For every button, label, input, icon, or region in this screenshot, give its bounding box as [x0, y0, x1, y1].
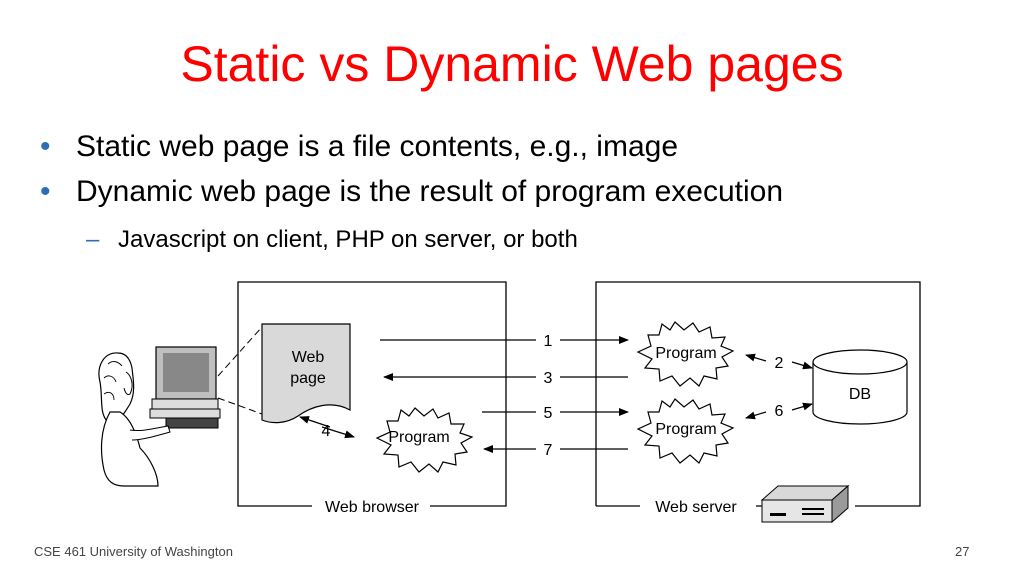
- web-server-box: [595, 281, 921, 507]
- step-label: 4: [322, 423, 331, 440]
- step-label: 3: [544, 370, 553, 387]
- zoom-line: [217, 397, 263, 415]
- server-program-label: Program: [655, 421, 716, 438]
- client-program-burst: [375, 407, 474, 473]
- step-label: 7: [544, 442, 553, 459]
- step-label: 2: [775, 355, 784, 372]
- bullet-marker: •: [40, 175, 51, 208]
- server-program-burst: [636, 321, 735, 387]
- zoom-line: [217, 326, 263, 377]
- bullet-text: Static web page is a file contents, e.g.…: [76, 130, 679, 163]
- user-at-computer-icon: [98, 346, 221, 487]
- bullet-marker: •: [40, 130, 51, 163]
- client-program-label: Program: [388, 429, 449, 446]
- bullet-text: Dynamic web page is the result of progra…: [76, 175, 784, 208]
- step-label: 1: [544, 333, 553, 350]
- db-label: DB: [849, 386, 871, 403]
- web-page-label: Web: [292, 349, 325, 366]
- server-program-burst: [636, 398, 735, 464]
- web-page-document: [261, 323, 351, 424]
- server-icon: [760, 484, 850, 524]
- web-server-label: Web server: [655, 499, 737, 516]
- slide-title: Static vs Dynamic Web pages: [180, 36, 844, 92]
- arrow-2: [791, 361, 813, 370]
- server-program-label: Program: [655, 345, 716, 362]
- web-page-label: page: [290, 370, 326, 387]
- slide-number: 27: [955, 544, 970, 559]
- arrow-4: [321, 426, 355, 439]
- web-browser-box: [237, 281, 507, 507]
- arrow-6: [745, 411, 767, 420]
- step-label: 5: [544, 405, 553, 422]
- arrow-6: [791, 402, 813, 411]
- sub-bullet-marker: –: [86, 226, 100, 253]
- database-cylinder: [812, 349, 908, 425]
- footer-course: CSE 461 University of Washington: [34, 544, 233, 559]
- arrow-2: [745, 353, 767, 362]
- sub-bullet-text: Javascript on client, PHP on server, or …: [118, 226, 578, 253]
- arrow-4: [299, 416, 331, 428]
- web-browser-label: Web browser: [325, 499, 420, 516]
- step-label: 6: [775, 403, 784, 420]
